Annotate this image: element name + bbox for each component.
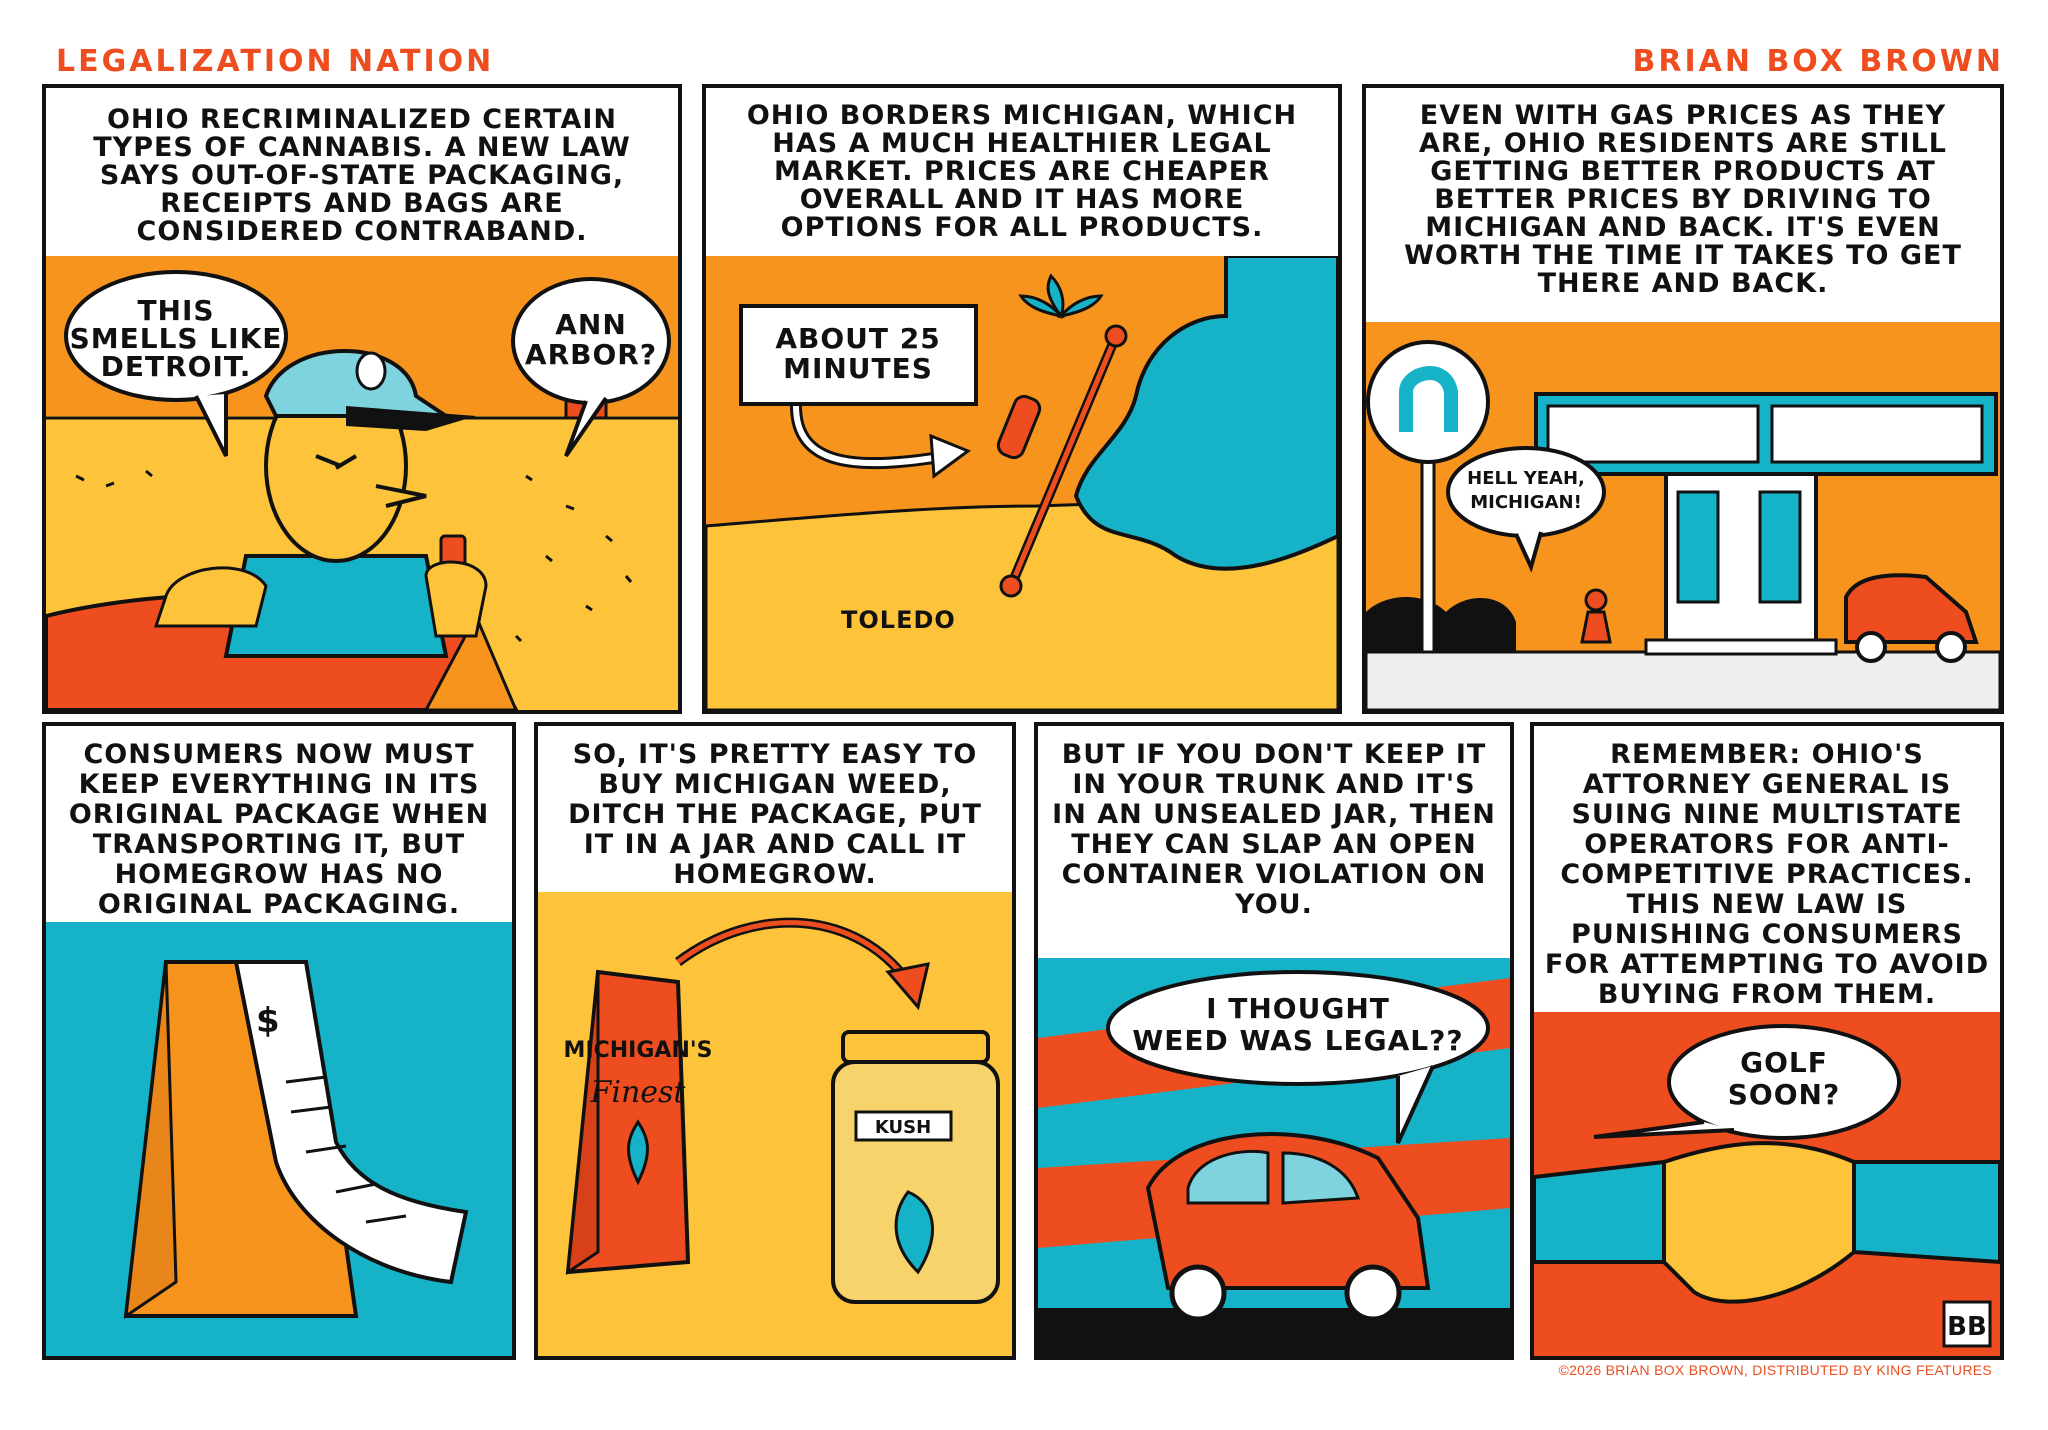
- bubble-4-line-1: I THOUGHT: [1206, 992, 1390, 1025]
- speech-bubble-1: THIS SMELLS LIKE DETROIT.: [64, 270, 288, 457]
- panel-4-caption: CONSUMERS NOW MUST KEEP EVERYTHING IN IT…: [46, 726, 512, 926]
- panel-6-art: I THOUGHT WEED WAS LEGAL??: [1038, 958, 1510, 1356]
- cannabis-leaf-icon: [1018, 273, 1104, 320]
- receipt-icon: $: [233, 960, 469, 1285]
- panel-3-caption: EVEN WITH GAS PRICES AS THEY ARE, OHIO R…: [1366, 88, 2000, 326]
- bubble-1-line-2: SMELLS LIKE: [70, 322, 283, 355]
- route-line: [999, 324, 1128, 598]
- toledo-label: TOLEDO: [841, 606, 956, 634]
- panel-7-art: GOLF SOON? BB: [1534, 1012, 2000, 1356]
- bag-text-line-1: MICHIGAN'S: [564, 1038, 713, 1063]
- mason-jar-icon: KUSH: [831, 1030, 1000, 1304]
- arrow-icon: [790, 405, 972, 479]
- time-label-line-2: MINUTES: [783, 352, 933, 385]
- speech-bubble-2: ANN ARBOR?: [511, 277, 671, 458]
- panel-3: EVEN WITH GAS PRICES AS THEY ARE, OHIO R…: [1362, 84, 2004, 714]
- bubble-2-line-2: ARBOR?: [525, 338, 657, 371]
- signature-bb: BB: [1942, 1300, 1992, 1348]
- michigan-finest-bag-icon: MICHIGAN'S Finest: [564, 969, 713, 1276]
- time-label-box: ABOUT 25 MINUTES: [739, 304, 978, 406]
- bubble-2-line-1: ANN: [555, 308, 627, 341]
- panel-1: OHIO RECRIMINALIZED CERTAIN TYPES OF CAN…: [42, 84, 682, 714]
- receipt-dollar-symbol: $: [256, 1001, 281, 1041]
- series-title: LEGALIZATION NATION: [56, 44, 495, 79]
- bubble-3-line-1: HELL YEAH,: [1467, 468, 1585, 489]
- panel-5: SO, IT'S PRETTY EASY TO BUY MICHIGAN WEE…: [534, 722, 1016, 1360]
- signature-text: BB: [1947, 1312, 1987, 1342]
- car-top-icon: [996, 394, 1042, 460]
- red-car-side-icon: [1145, 1132, 1431, 1322]
- panel-7-caption: REMEMBER: OHIO'S ATTORNEY GENERAL IS SUI…: [1534, 726, 2000, 1016]
- speech-bubble-5: GOLF SOON?: [1593, 1024, 1901, 1140]
- bubble-5-line-1: GOLF: [1740, 1046, 1828, 1079]
- police-officer: [153, 349, 488, 658]
- bubble-5-line-2: SOON?: [1728, 1078, 1840, 1111]
- speech-bubble-4: I THOUGHT WEED WAS LEGAL??: [1106, 970, 1490, 1144]
- panel-6-caption: BUT IF YOU DON'T KEEP IT IN YOUR TRUNK A…: [1038, 726, 1510, 962]
- gas-station: [1534, 392, 1998, 656]
- panel-7: REMEMBER: OHIO'S ATTORNEY GENERAL IS SUI…: [1530, 722, 2004, 1360]
- panel-2-art: ABOUT 25 MINUTES TOLEDO: [706, 256, 1338, 710]
- speech-bubble-3: HELL YEAH, MICHIGAN!: [1446, 446, 1606, 573]
- time-label-line-1: ABOUT 25: [775, 322, 940, 355]
- author-name: BRIAN BOX BROWN: [1632, 44, 2004, 79]
- bag-text-line-2: Finest: [590, 1075, 687, 1110]
- copyright-notice: ©2026 BRIAN BOX BROWN, DISTRIBUTED BY KI…: [1558, 1362, 1992, 1378]
- bubble-1-line-1: THIS: [137, 294, 214, 327]
- panel-4: CONSUMERS NOW MUST KEEP EVERYTHING IN IT…: [42, 722, 516, 1360]
- handshake-icon: [1534, 1141, 2000, 1304]
- panel-6: BUT IF YOU DON'T KEEP IT IN YOUR TRUNK A…: [1034, 722, 1514, 1360]
- jar-label: KUSH: [875, 1117, 931, 1138]
- person-icon: [1580, 588, 1612, 644]
- panel-3-art: HELL YEAH, MICHIGAN!: [1366, 322, 2000, 710]
- bubble-1-line-3: DETROIT.: [101, 350, 252, 383]
- bubble-3-line-2: MICHIGAN!: [1470, 492, 1582, 513]
- michigan-map: [1073, 256, 1338, 571]
- panel-5-art: MICHIGAN'S Finest KUSH: [538, 892, 1012, 1356]
- panel-4-art: $: [46, 922, 512, 1356]
- bubble-4-line-2: WEED WAS LEGAL??: [1132, 1024, 1463, 1057]
- panel-5-caption: SO, IT'S PRETTY EASY TO BUY MICHIGAN WEE…: [538, 726, 1012, 896]
- curved-arrow-icon: [675, 917, 930, 1011]
- red-car-icon: [1844, 573, 1979, 663]
- dino-gas-sign-icon: [1366, 340, 1490, 654]
- panel-1-caption: OHIO RECRIMINALIZED CERTAIN TYPES OF CAN…: [46, 88, 678, 260]
- panel-1-art: THIS SMELLS LIKE DETROIT. ANN ARBOR?: [46, 256, 678, 710]
- panel-2-caption: OHIO BORDERS MICHIGAN, WHICH HAS A MUCH …: [706, 88, 1338, 260]
- panel-2: OHIO BORDERS MICHIGAN, WHICH HAS A MUCH …: [702, 84, 1342, 714]
